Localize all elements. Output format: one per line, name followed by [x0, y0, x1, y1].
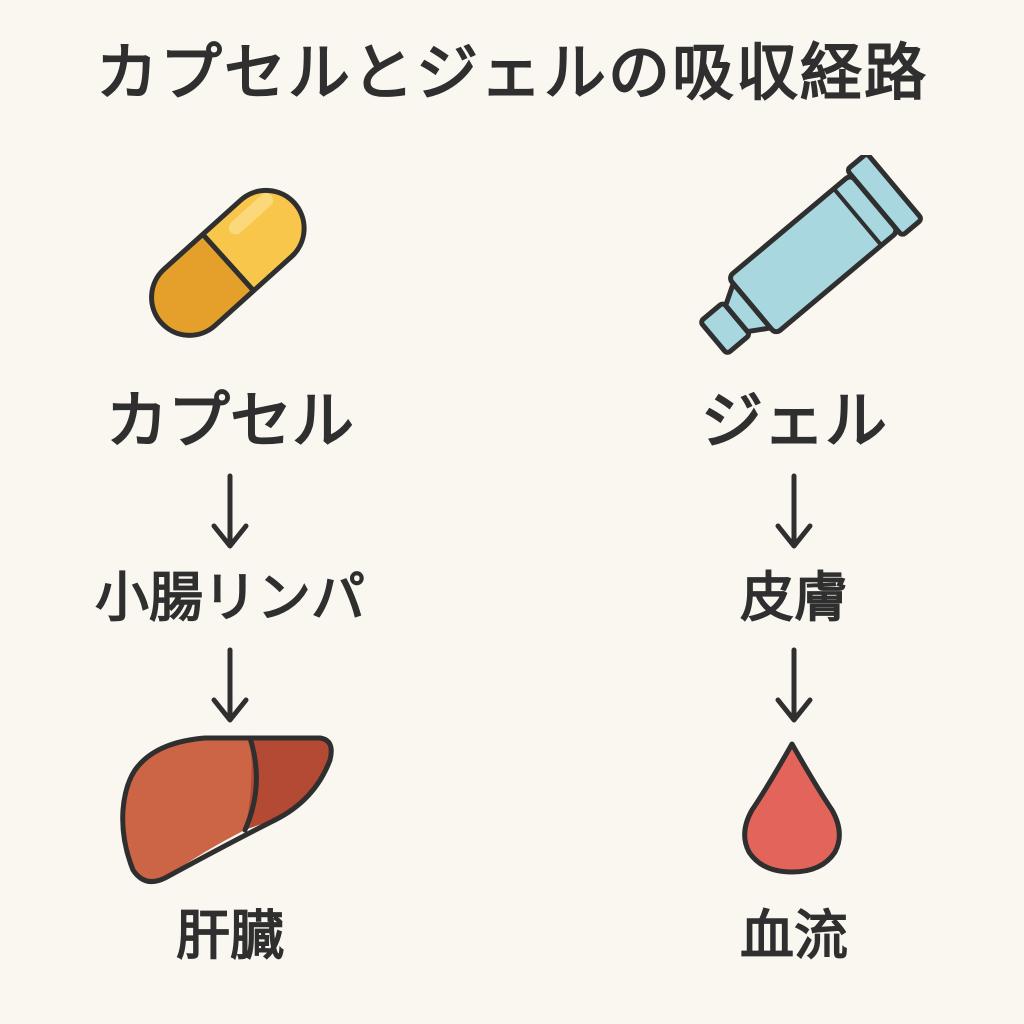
gel-tube-icon [699, 155, 923, 355]
skin-label: 皮膚 [740, 566, 848, 629]
page-title: カプセルとジェルの吸収経路 [95, 36, 928, 109]
down-arrow-icon [211, 647, 249, 723]
down-arrow-icon [211, 473, 249, 549]
capsule-icon [135, 174, 320, 351]
blood-drop-icon [742, 741, 842, 875]
bloodstream-label: 血流 [740, 904, 848, 967]
capsule-pathway: カプセル 小腸リンパ 肝臓 [0, 0, 460, 1024]
down-arrow-icon [775, 647, 813, 723]
gel-pathway: ジェル 皮膚 血流 [564, 0, 1024, 1024]
small-intestine-lymph-label: 小腸リンパ [95, 566, 365, 629]
gel-label: ジェル [700, 384, 887, 457]
liver-label: 肝臓 [176, 904, 284, 967]
liver-icon [120, 735, 334, 885]
capsule-label: カプセル [105, 384, 354, 457]
down-arrow-icon [775, 473, 813, 549]
